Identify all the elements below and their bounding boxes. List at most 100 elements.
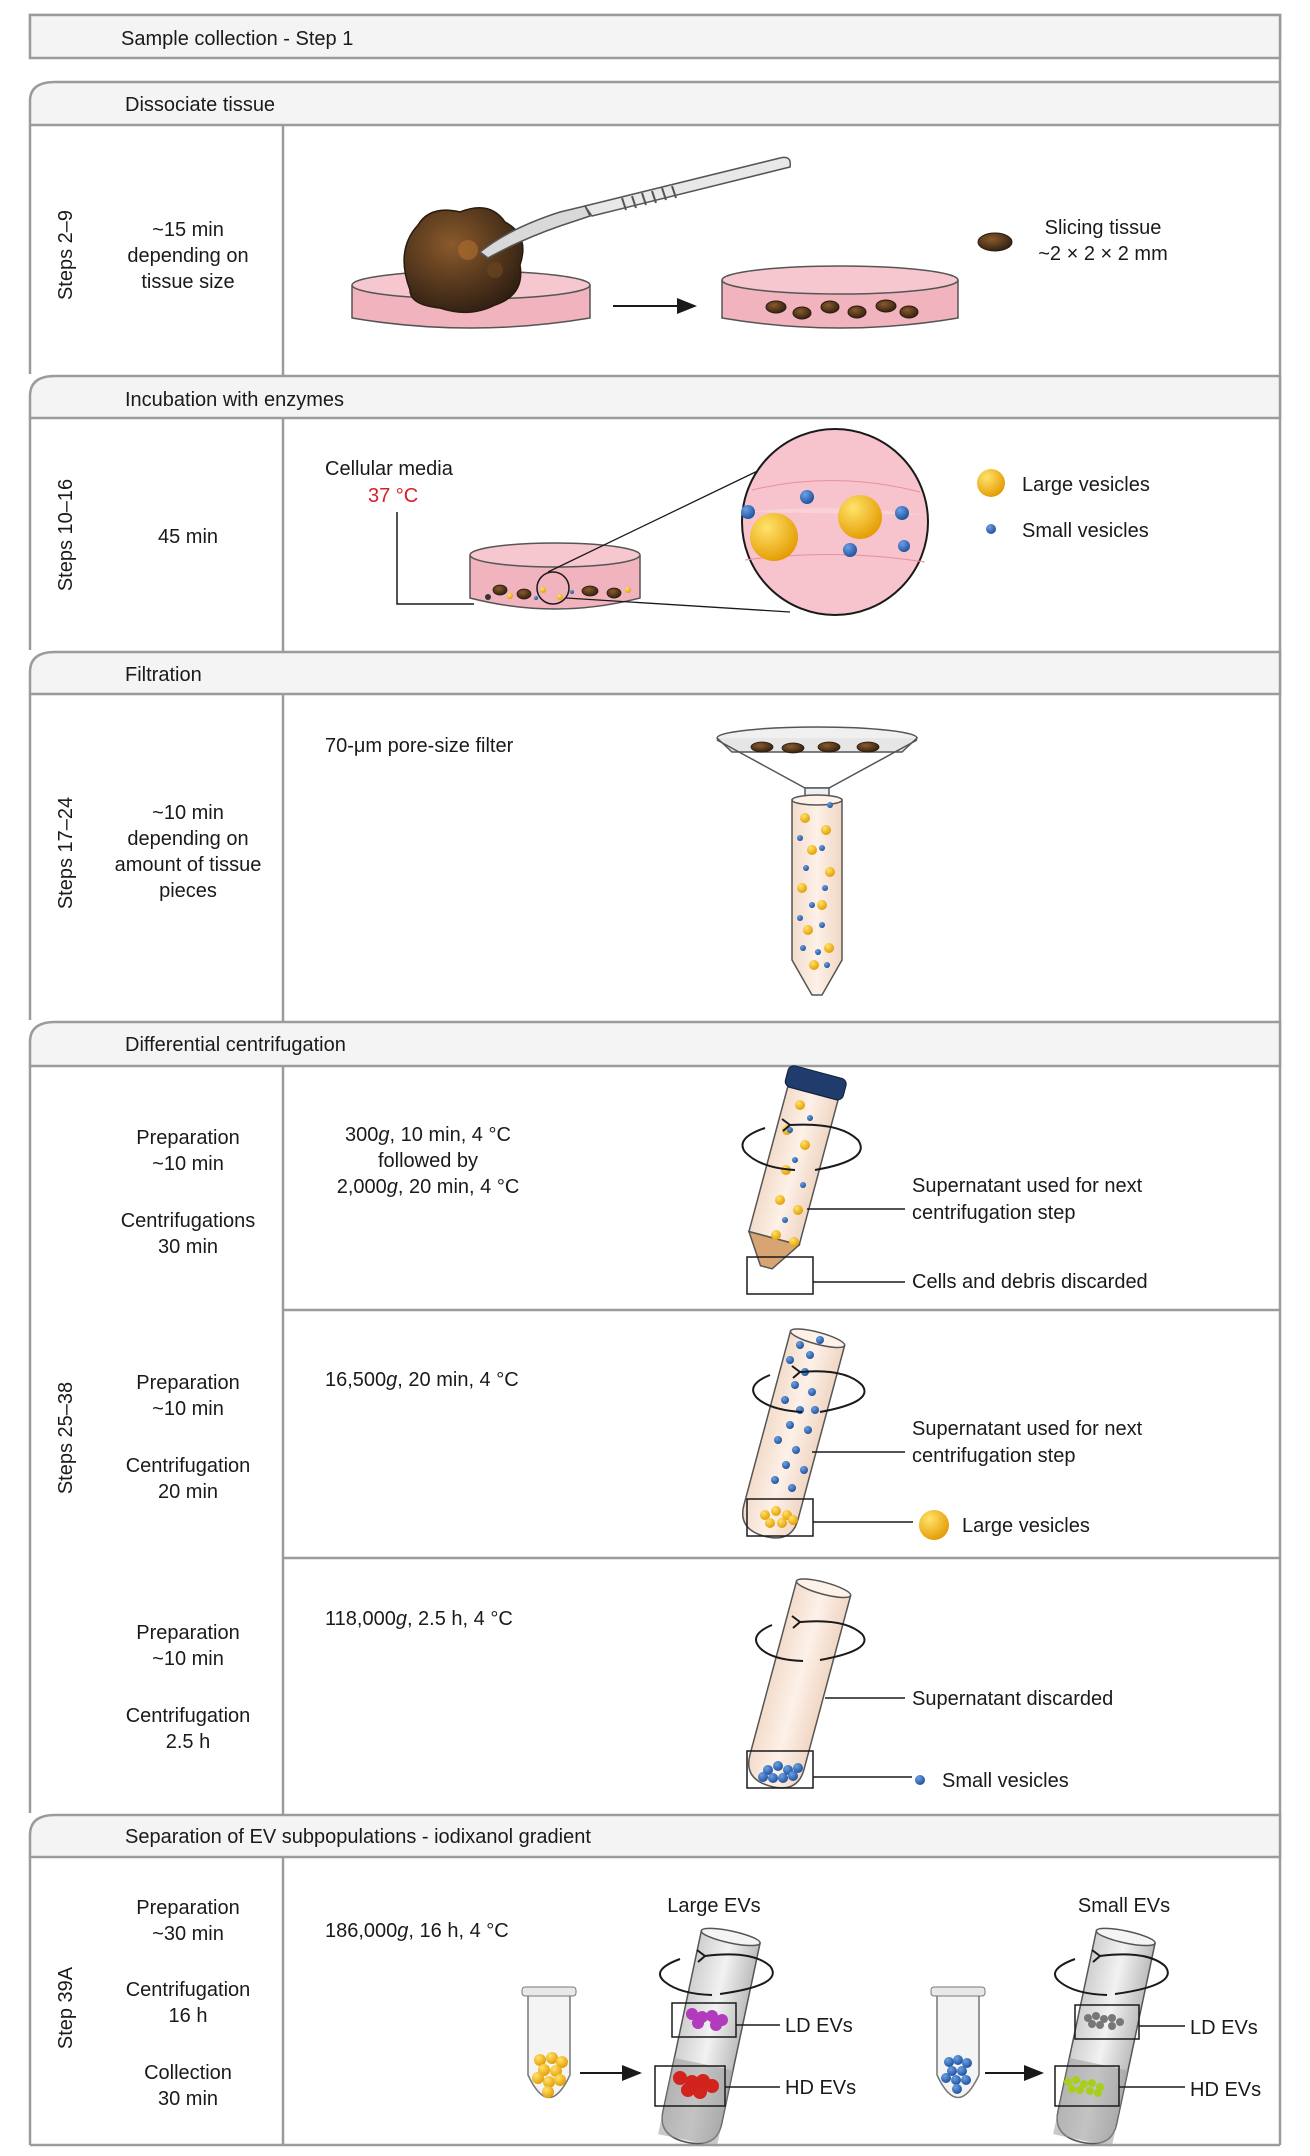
conditions-separation: 186,000g, 16 h, 4 °C	[325, 1920, 509, 1942]
large-vesicle	[803, 925, 813, 935]
svg-text:Preparation: Preparation	[136, 1622, 239, 1644]
svg-text:~10 min: ~10 min	[152, 1398, 224, 1420]
large-vesicle	[760, 1510, 770, 1520]
small-vesicle	[782, 1461, 790, 1469]
step-label-17-24: Steps 17–24	[55, 797, 77, 909]
large-vesicle	[821, 825, 831, 835]
slicing-label: Slicing tissue	[1045, 217, 1162, 239]
cell-strainer	[716, 726, 918, 803]
small-vesicle	[782, 1217, 788, 1223]
large-vesicle	[817, 900, 827, 910]
petri-dish-incubation	[469, 542, 641, 610]
svg-text:~10 min: ~10 min	[152, 1153, 224, 1175]
title-large-evs: Large EVs	[667, 1895, 760, 1917]
step-label-2-9: Steps 2–9	[55, 210, 77, 300]
rotation-arrow-icon	[752, 1365, 866, 1413]
small-vesicle	[803, 865, 809, 871]
small-vesicle	[819, 845, 825, 851]
ld-evs-gray	[1084, 2012, 1124, 2030]
label-supernatant-next-2: centrifugation step	[912, 1202, 1075, 1224]
small-vesicle	[824, 962, 830, 968]
zoom-circle-vesicles	[741, 428, 929, 616]
legend-large-vesicles: Large vesicles	[1022, 474, 1150, 496]
svg-text:30 min: 30 min	[158, 1236, 218, 1258]
large-vesicle	[795, 1100, 805, 1110]
svg-text:Centrifugations: Centrifugations	[121, 1210, 256, 1232]
label-supernatant-next: Supernatant used for next	[912, 1175, 1143, 1197]
svg-text:Centrifugation: Centrifugation	[126, 1705, 251, 1727]
time-centrifugation-row-2: Preparation ~10 min Centrifugation 20 mi…	[126, 1372, 251, 1503]
svg-text:20 min: 20 min	[158, 1481, 218, 1503]
label-hd-evs-large: HD EVs	[785, 2077, 856, 2099]
svg-text:depending on: depending on	[127, 828, 248, 850]
svg-text:~15 min: ~15 min	[152, 219, 224, 241]
svg-text:Collection: Collection	[144, 2062, 232, 2084]
section-dividers	[28, 125, 1280, 2145]
hd-evs-red	[673, 2071, 719, 2099]
small-vesicle	[796, 1341, 804, 1349]
small-vesicle	[811, 1406, 819, 1414]
small-vesicle	[781, 1396, 789, 1404]
pellet-box	[746, 1498, 814, 1537]
small-vesicle	[771, 1476, 779, 1484]
time-filtration: ~10 min depending on amount of tissue pi…	[115, 802, 262, 902]
label-ld-evs-large: LD EVs	[785, 2015, 853, 2037]
label-hd-evs-small: HD EVs	[1190, 2079, 1261, 2101]
large-vesicle	[800, 813, 810, 823]
svg-text:~30 min: ~30 min	[152, 1923, 224, 1945]
svg-text:Preparation: Preparation	[136, 1897, 239, 1919]
time-centrifugation-row-1: Preparation ~10 min Centrifugations 30 m…	[121, 1127, 256, 1258]
small-vesicle	[800, 945, 806, 951]
petri-dish-whole-tissue	[351, 207, 591, 329]
ld-box	[1074, 2004, 1140, 2040]
title-small-evs: Small EVs	[1078, 1895, 1170, 1917]
small-vesicle	[804, 1426, 812, 1434]
title-sample-collection: Sample collection - Step 1	[121, 28, 353, 50]
rotation-arrow-icon	[659, 1949, 774, 1996]
svg-text:2,000g, 20 min, 4 °C: 2,000g, 20 min, 4 °C	[337, 1176, 520, 1198]
hd-evs-green	[1064, 2076, 1104, 2097]
large-vesicle	[765, 1518, 775, 1528]
svg-text:~10 min: ~10 min	[152, 802, 224, 824]
small-vesicle	[822, 885, 828, 891]
title-filtration: Filtration	[125, 664, 202, 686]
eppendorf-small-evs	[930, 1986, 986, 2098]
small-vesicle	[792, 1157, 798, 1163]
title-incubation: Incubation with enzymes	[125, 389, 344, 411]
small-vesicle	[792, 1446, 800, 1454]
large-vesicle	[777, 1518, 787, 1528]
time-centrifugation-row-3: Preparation ~10 min Centrifugation 2.5 h	[126, 1622, 251, 1753]
media-leader-line	[396, 512, 474, 605]
small-vesicle	[797, 915, 803, 921]
label-supernatant-discarded: Supernatant discarded	[912, 1688, 1113, 1710]
large-vesicle	[797, 883, 807, 893]
pellet-box	[746, 1750, 814, 1789]
temperature-label: 37 °C	[368, 485, 418, 507]
label-supernatant-next-row2-2: centrifugation step	[912, 1445, 1075, 1467]
eppendorf-large-evs	[521, 1986, 577, 2098]
small-vesicle	[809, 902, 815, 908]
rotation-arrow-icon	[755, 1615, 866, 1662]
step-label-10-16: Steps 10–16	[55, 479, 77, 591]
time-separation: Preparation ~30 min Centrifugation 16 h …	[126, 1897, 251, 2110]
gradient-tube-small-evs	[1053, 1927, 1156, 2147]
label-cells-debris: Cells and debris discarded	[912, 1271, 1148, 1293]
ld-evs-purple	[686, 2008, 728, 2031]
small-vesicle	[787, 1127, 793, 1133]
title-dissociate-tissue: Dissociate tissue	[125, 94, 275, 116]
rotation-arrow-icon	[1054, 1949, 1169, 1996]
step-label-39a: Step 39A	[55, 1966, 77, 2049]
filter-label: 70-μm pore-size filter	[325, 735, 514, 757]
scalpel-icon	[478, 156, 792, 259]
tube-1-vesicles	[771, 1100, 813, 1247]
large-vesicle-legend-icon	[977, 469, 1005, 497]
large-vesicle	[789, 1237, 799, 1247]
section-banners	[28, 13, 1282, 1859]
tissue-chunk	[403, 207, 524, 314]
small-vesicle	[827, 802, 833, 808]
svg-text:tissue size: tissue size	[141, 271, 234, 293]
small-vesicle	[774, 1436, 782, 1444]
large-vesicle	[793, 1205, 803, 1215]
small-vesicle	[786, 1356, 794, 1364]
